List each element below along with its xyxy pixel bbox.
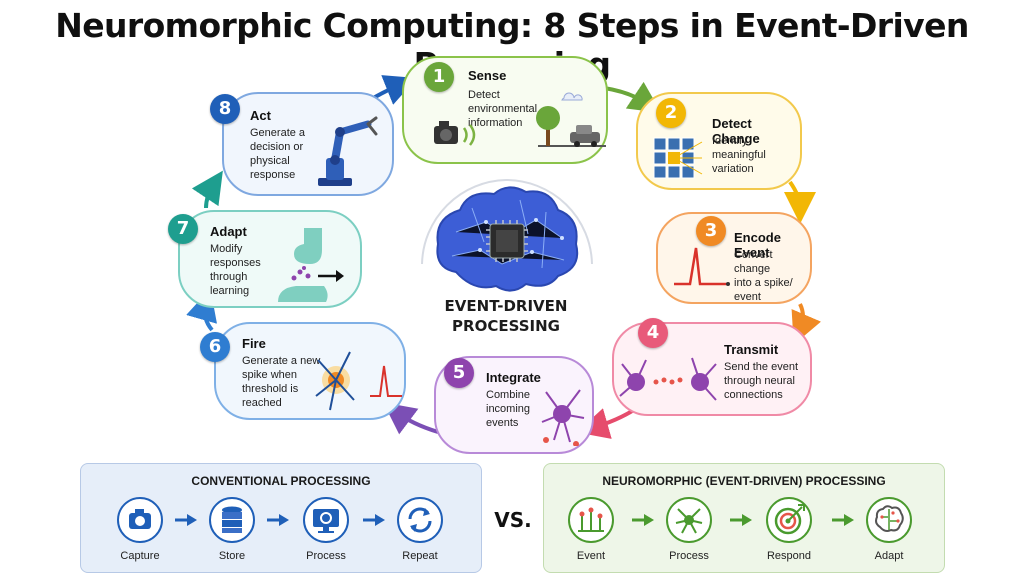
arrow-right-icon — [730, 514, 752, 526]
database-icon — [209, 497, 255, 543]
step-title: Sense — [468, 68, 507, 83]
step-number: 6 — [200, 332, 230, 362]
synapse-icon — [278, 228, 344, 302]
arrow-right-icon — [363, 514, 385, 526]
neuron-icon — [666, 497, 712, 543]
panel-title: NEUROMORPHIC (EVENT-DRIVEN) PROCESSING — [602, 474, 886, 488]
camera-icon — [117, 497, 163, 543]
step-number: 2 — [656, 98, 686, 128]
step-number: 4 — [638, 318, 668, 348]
step-label: Capture — [120, 550, 160, 562]
step-number: 7 — [168, 214, 198, 244]
neuron-icon — [541, 389, 585, 446]
step-title: Adapt — [210, 224, 247, 239]
arrow-right-icon — [267, 514, 289, 526]
step-label: Process — [669, 550, 709, 562]
arrow-right-icon — [175, 514, 197, 526]
step-title: Fire — [242, 336, 266, 351]
brain-icon — [866, 497, 912, 543]
center-label: EVENT-DRIVEN PROCESSING — [444, 297, 568, 335]
step-title: Integrate — [486, 370, 541, 385]
monitor-gear-icon — [303, 497, 349, 543]
step-number: 8 — [210, 94, 240, 124]
step-label: Store — [218, 550, 246, 562]
step-label: Event — [576, 550, 606, 562]
spike-icon — [674, 247, 730, 286]
step-label: Process — [306, 550, 346, 562]
arrow-7-8 — [191, 170, 223, 209]
firing-neuron-icon — [315, 351, 402, 411]
arrow-right-icon — [832, 514, 854, 526]
arrow-3-4 — [791, 303, 822, 345]
panel-title: CONVENTIONAL PROCESSING — [191, 474, 371, 488]
step-label: Repeat — [402, 550, 438, 562]
camera-tree-car-icon — [434, 92, 606, 147]
arrow-right-icon — [632, 514, 654, 526]
step-label: Respond — [766, 550, 812, 562]
arrow-5-6 — [383, 402, 439, 435]
step-number: 1 — [424, 62, 454, 92]
step-title: Encode Event — [734, 230, 781, 260]
arrow-2-3 — [783, 180, 816, 224]
target-icon — [766, 497, 812, 543]
step-title: Act — [250, 108, 271, 123]
step-number: 5 — [444, 358, 474, 388]
spikes-icon — [568, 497, 614, 543]
step-number: 3 — [696, 216, 726, 246]
step-title: Transmit — [724, 342, 779, 357]
step-label: Adapt — [874, 550, 904, 562]
conventional-panel: CONVENTIONAL PROCESSING Capture Store Pr… — [80, 463, 482, 573]
brain-chip-illustration — [421, 179, 593, 292]
vs-label: VS. — [494, 508, 532, 532]
robot-arm-icon — [318, 116, 378, 186]
neurons-transmit-icon — [619, 357, 717, 401]
refresh-icon — [397, 497, 443, 543]
arrow-1-2 — [603, 81, 662, 113]
step-title: Detect Change — [712, 116, 760, 146]
neuromorphic-panel: NEUROMORPHIC (EVENT-DRIVEN) PROCESSING E… — [543, 463, 945, 573]
sensor-grid-icon — [653, 137, 703, 179]
